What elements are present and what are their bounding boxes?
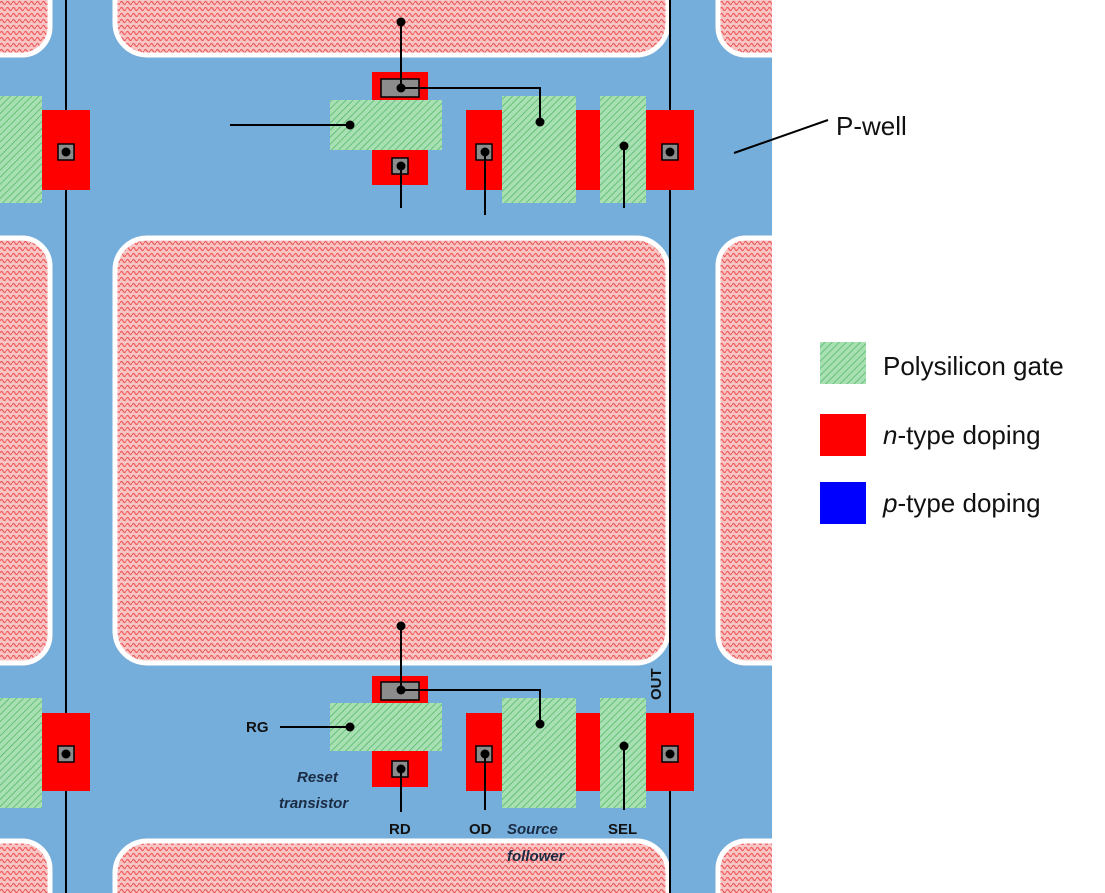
fd-wire-up-dot xyxy=(396,17,406,27)
left-contact-dot xyxy=(61,147,71,157)
reset-transistor-label-2: transistor xyxy=(279,795,349,812)
fd-to-sf-wire xyxy=(401,87,541,122)
legend: Polysilicon gate n-type doping p-type do… xyxy=(820,342,1064,524)
od-label: OD xyxy=(469,821,492,838)
rg-dot xyxy=(345,120,355,130)
legend-p-text: p-type doping xyxy=(882,488,1041,518)
n-diffusion-mid xyxy=(576,713,600,791)
photodiode-top-right xyxy=(715,0,772,58)
sf-gate-dot xyxy=(535,117,545,127)
od-dot xyxy=(480,749,490,759)
fd-dot xyxy=(396,83,406,93)
sf-gate-dot xyxy=(535,719,545,729)
reset-transistor-label-1: Reset xyxy=(297,769,339,786)
poly-gate-left-edge xyxy=(0,698,42,808)
out-dot xyxy=(665,147,675,157)
transistor-row-top xyxy=(0,17,694,215)
rg-dot xyxy=(345,722,355,732)
sel-label: SEL xyxy=(608,821,637,838)
photodiode-bottom-left xyxy=(0,838,53,893)
source-follower-label-1: Source xyxy=(507,821,558,838)
poly-gate-left-edge xyxy=(0,96,42,203)
legend-swatch-n xyxy=(820,414,866,456)
legend-n-rest: -type doping xyxy=(897,420,1040,450)
legend-swatch-poly xyxy=(820,342,866,384)
legend-p-italic: p xyxy=(882,488,897,518)
photodiode-top-left xyxy=(0,0,53,58)
n-diffusion-mid xyxy=(576,110,600,190)
photodiode-bottom xyxy=(112,838,671,893)
transistor-row-bottom xyxy=(0,621,694,812)
legend-n-text: n-type doping xyxy=(883,420,1041,450)
sel-dot xyxy=(619,141,629,151)
rd-dot xyxy=(396,161,406,171)
photodiode-center xyxy=(112,235,671,666)
photodiode-mid-left xyxy=(0,235,53,666)
sel-dot xyxy=(619,741,629,751)
fd-wire-up-dot xyxy=(396,621,406,631)
fd-to-sf-wire xyxy=(401,689,541,724)
pwell-pointer-line xyxy=(733,119,829,154)
layout-area: RG RD OD SEL OUT Reset transistor Source… xyxy=(0,0,772,893)
fd-dot xyxy=(396,685,406,695)
od-dot xyxy=(480,147,490,157)
photodiode-mid-right xyxy=(715,235,772,666)
legend-n-italic: n xyxy=(883,420,897,450)
photodiode-bottom-right xyxy=(715,838,772,893)
legend-poly-text: Polysilicon gate xyxy=(883,351,1064,381)
legend-swatch-p xyxy=(820,482,866,524)
out-dot xyxy=(665,749,675,759)
left-contact-dot xyxy=(61,749,71,759)
out-label: OUT xyxy=(648,668,665,700)
pwell-label: P-well xyxy=(836,111,907,141)
rg-label: RG xyxy=(246,719,269,736)
rd-label: RD xyxy=(389,821,411,838)
photodiode-top xyxy=(112,0,671,58)
rd-dot xyxy=(396,764,406,774)
legend-p-rest: -type doping xyxy=(897,488,1040,518)
source-follower-label-2: follower xyxy=(507,848,566,865)
